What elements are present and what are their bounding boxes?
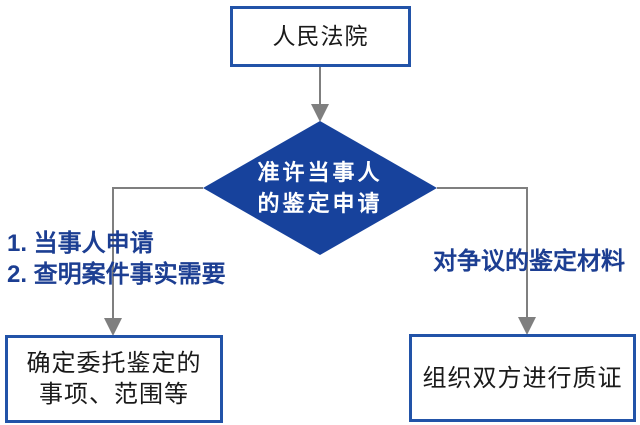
arrowhead-down-icon xyxy=(104,318,122,336)
node-determine-scope-line-2: 事项、范围等 xyxy=(39,381,189,408)
arrowhead-down-icon xyxy=(518,317,536,335)
connector-right xyxy=(437,187,528,317)
left-branch-condition: 1. 当事人申请 2. 查明案件事实需要 xyxy=(7,228,226,290)
node-cross-examination: 组织双方进行质证 xyxy=(409,334,636,422)
node-determine-scope: 确定委托鉴定的 事项、范围等 xyxy=(5,335,223,423)
node-decision-label: 准许当事人 的鉴定申请 xyxy=(203,121,437,255)
arrowhead-down-icon xyxy=(311,104,329,122)
left-condition-line-1: 1. 当事人申请 xyxy=(7,230,154,257)
node-court: 人民法院 xyxy=(230,6,411,67)
decision-line-2: 的鉴定申请 xyxy=(257,191,383,216)
right-condition-label: 对争议的鉴定材料 xyxy=(433,248,625,275)
left-condition-line-2: 2. 查明案件事实需要 xyxy=(7,261,226,288)
decision-diamond-shape xyxy=(203,121,437,255)
decision-line-1: 准许当事人 xyxy=(257,160,383,185)
right-branch-condition: 对争议的鉴定材料 xyxy=(424,246,634,277)
node-court-label: 人民法院 xyxy=(272,23,369,49)
connector-left xyxy=(112,187,203,318)
node-cross-examination-label: 组织双方进行质证 xyxy=(422,364,623,392)
node-determine-scope-line-1: 确定委托鉴定的 xyxy=(26,350,202,377)
